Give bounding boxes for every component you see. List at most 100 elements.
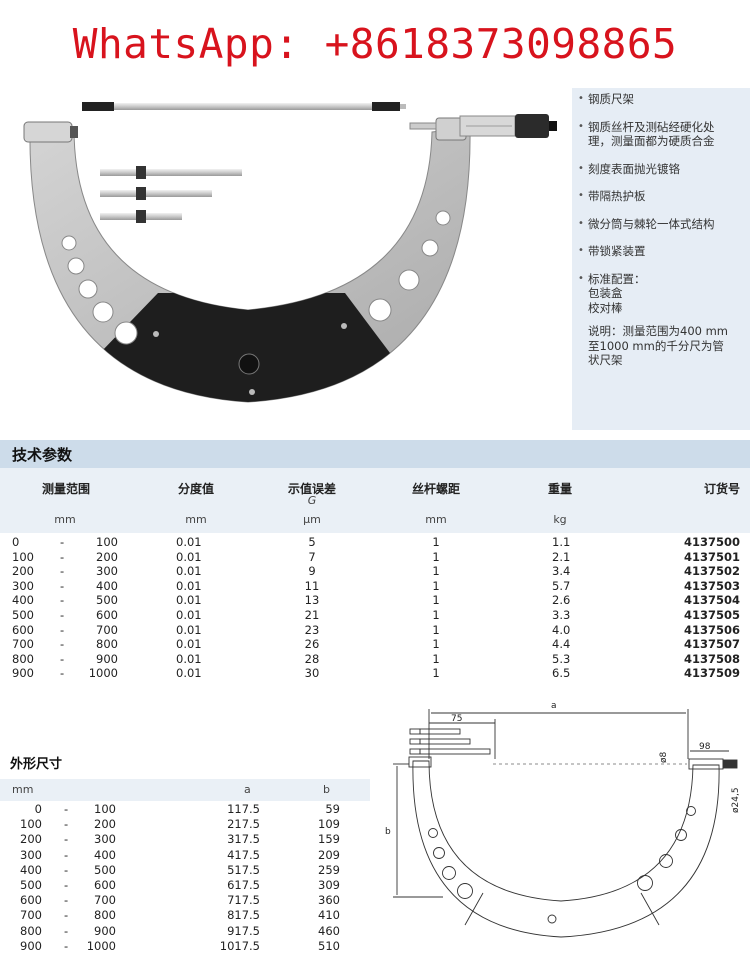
drawing-label-d24: ø24,5: [731, 787, 741, 813]
spec-cell-to: 200: [96, 549, 118, 564]
dimension-cell-a: 317.5: [227, 832, 260, 847]
spec-cell-pitch: 1: [432, 549, 440, 564]
spec-cell-to: 500: [96, 593, 118, 608]
spec-cell-order: 4137505: [683, 607, 740, 622]
dimension-cell-b: 460: [318, 923, 340, 938]
spec-cell-dash: -: [60, 578, 65, 593]
spec-cell-pitch: 1: [432, 651, 440, 666]
dimension-cell-a: 517.5: [227, 862, 260, 877]
bullet-icon: •: [578, 245, 584, 256]
dimension-cell-b: 360: [318, 893, 340, 908]
dimension-cell-from: 600: [20, 893, 42, 908]
unit-error: µm: [303, 513, 321, 526]
dimension-cell-from: 0: [34, 802, 42, 816]
feature-line: 校对棒: [588, 300, 623, 315]
spec-cell-err: 23: [304, 622, 320, 637]
feature-line: 钢质丝杆及测砧经硬化处: [588, 119, 715, 134]
feature-line: 理，测量面都为硬质合金: [588, 134, 715, 148]
dimension-cell-a: 217.5: [227, 817, 260, 832]
dimension-cell-b: 259: [318, 862, 340, 877]
dimension-cell-b: 159: [318, 832, 340, 847]
feature-line: 钢质尺架: [588, 92, 634, 106]
dim-head-a: a: [244, 783, 251, 796]
col-head-order: 订货号: [703, 482, 740, 496]
feature-line: 带隔热护板: [588, 189, 646, 203]
spec-cell-from: 700: [12, 637, 34, 652]
dimension-cell-to: 900: [94, 923, 116, 938]
dimension-cell-dash: -: [64, 802, 69, 816]
dimension-cell-to: 500: [94, 862, 116, 877]
col-head-error: 示值误差: [287, 482, 336, 496]
col-head-resolution: 分度值: [177, 482, 214, 496]
dimension-cell-dash: -: [64, 862, 69, 877]
spec-cell-to: 1000: [88, 666, 118, 681]
drawing-label-d8: ø8: [659, 751, 669, 763]
spec-cell-pitch: 1: [432, 666, 440, 681]
setting-rod-3: [100, 210, 182, 223]
spec-cell-res: 0.01: [176, 564, 202, 579]
dimension-cell-from: 800: [20, 923, 42, 938]
spec-cell-err: 21: [304, 607, 320, 622]
col-head-range: 测量范围: [41, 482, 90, 496]
dim-head-b: b: [323, 783, 330, 796]
spec-cell-from: 200: [12, 564, 34, 579]
spec-cell-order: 4137504: [683, 593, 740, 608]
dimension-cell-b: 410: [318, 908, 340, 923]
spec-cell-dash: -: [60, 535, 65, 549]
spec-cell-weight: 3.4: [552, 564, 571, 579]
dimensions-header-band: [0, 779, 370, 801]
spec-cell-err: 13: [304, 593, 320, 608]
spec-cell-dash: -: [60, 651, 65, 666]
dimension-cell-b: 109: [318, 817, 340, 832]
spec-cell-to: 100: [96, 535, 118, 549]
dim-head-unit: mm: [12, 783, 34, 796]
dimension-cell-dash: -: [64, 847, 69, 862]
spec-cell-dash: -: [60, 622, 65, 637]
setting-rod-2: [100, 187, 212, 200]
dimensions-title: 外形尺寸: [10, 757, 63, 772]
spec-cell-order: 4137500: [683, 535, 740, 549]
spec-cell-pitch: 1: [432, 637, 440, 652]
spec-cell-from: 100: [12, 549, 34, 564]
spec-cell-res: 0.01: [176, 549, 202, 564]
spec-header-band: 测量范围 分度值 示值误差 G 丝杆螺距 重量 订货号 mm mm µm mm …: [0, 468, 750, 533]
spec-cell-res: 0.01: [176, 651, 202, 666]
feature-line: 微分筒与棘轮一体式结构: [588, 216, 715, 231]
spec-cell-pitch: 1: [432, 622, 440, 637]
dimension-cell-a: 1017.5: [219, 938, 260, 953]
spec-cell-res: 0.01: [176, 637, 202, 652]
dimension-cell-b: 510: [318, 938, 340, 953]
dimension-cell-dash: -: [64, 832, 69, 847]
drawing-label-b: b: [385, 827, 391, 837]
dimension-drawing: a 75 98 b ø8 ø24,5: [385, 701, 741, 938]
dimension-cell-b: 59: [325, 802, 340, 816]
spec-cell-weight: 5.7: [552, 578, 571, 593]
micrometer-frame: [23, 117, 471, 403]
dimension-cell-from: 900: [20, 938, 42, 953]
bullet-icon: •: [578, 93, 584, 104]
spec-section-title: 技术参数: [0, 440, 750, 468]
spec-cell-res: 0.01: [176, 666, 202, 681]
spec-cell-order: 4137506: [683, 622, 740, 637]
spec-cell-weight: 3.3: [552, 607, 571, 622]
spec-cell-res: 0.01: [176, 607, 202, 622]
dimension-cell-a: 417.5: [227, 847, 260, 862]
dimension-cell-a: 917.5: [227, 923, 260, 938]
feature-item: •钢质丝杆及测砧经硬化处理，测量面都为硬质合金: [578, 120, 744, 149]
feature-item: •刻度表面抛光镀铬: [578, 162, 744, 177]
spec-cell-pitch: 1: [432, 535, 440, 549]
unit-range: mm: [54, 513, 76, 526]
unit-weight: kg: [553, 513, 567, 526]
spec-cell-pitch: 1: [432, 593, 440, 608]
spec-cell-order: 4137501: [683, 549, 740, 564]
spec-cell-from: 900: [12, 666, 34, 681]
